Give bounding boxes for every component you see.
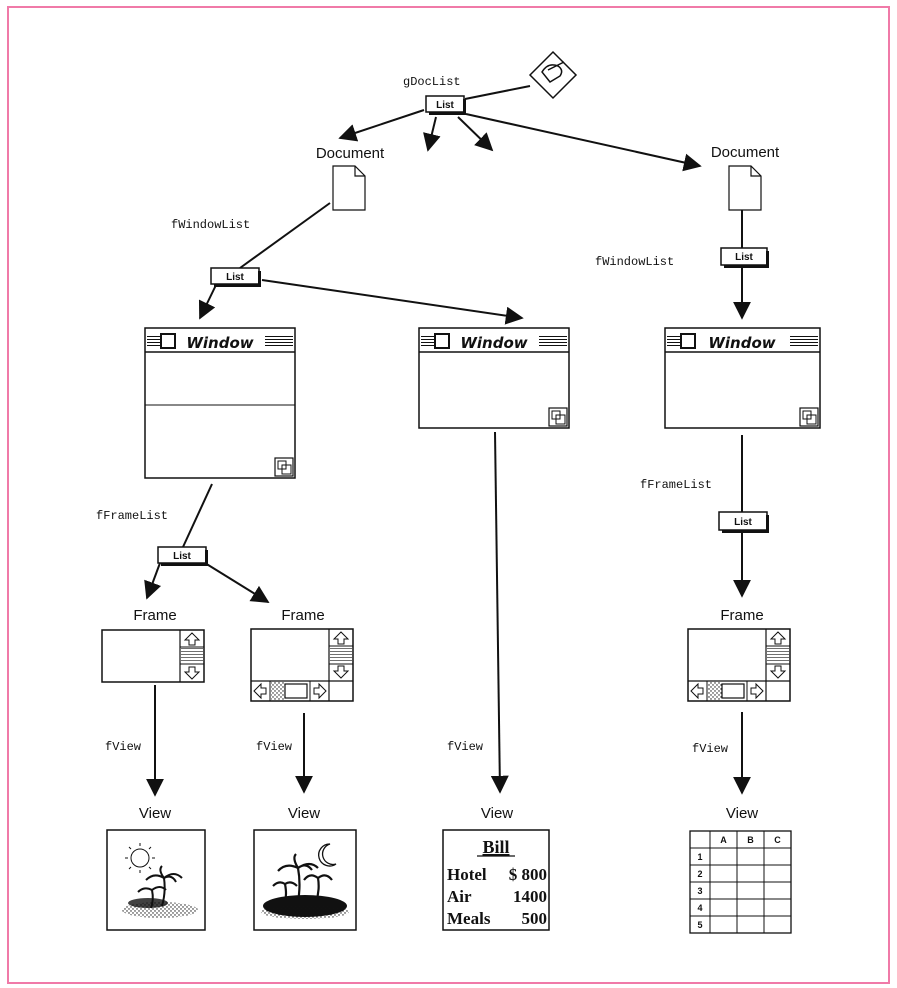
list-box-framelist-right: List [719, 512, 769, 533]
frame-title-1: Frame [133, 607, 176, 624]
frame-title-2: Frame [281, 607, 324, 624]
fwindowlist-label-right: fWindowList [595, 255, 674, 269]
column-header: B [747, 835, 754, 845]
bill-row-3-value: 500 [522, 909, 548, 928]
arrow-to-frame-1 [147, 563, 160, 598]
document-icon [729, 166, 761, 210]
view-island-sun [107, 830, 205, 930]
column-header: C [774, 835, 781, 845]
document-icon [333, 166, 365, 210]
document-right: Document [711, 144, 780, 210]
fframelist-label-right: fFrameList [640, 478, 712, 492]
view-title-1: View [139, 805, 171, 822]
view-title-3: View [481, 805, 513, 822]
frame-2 [251, 629, 353, 701]
document-left: Document [316, 145, 385, 210]
list-box-gdoclist: List [426, 96, 466, 115]
gdoclist-label: gDocList [403, 75, 461, 89]
view-spreadsheet: A B C 1 2 3 4 5 [690, 831, 791, 933]
list-box-windowlist-left: List [211, 268, 261, 287]
arrow-window2-view [495, 432, 500, 792]
frame-3 [688, 629, 790, 701]
view-title-4: View [726, 805, 758, 822]
frame-1 [102, 630, 204, 682]
fview-label-3: fView [447, 740, 484, 754]
frame-title-3: Frame [720, 607, 763, 624]
list-box-windowlist-right: List [721, 248, 769, 268]
window-3: Window [665, 328, 820, 428]
arrow-to-document-right [466, 114, 700, 166]
window-title: Window [186, 334, 253, 352]
arrow-to-window-1 [200, 285, 216, 318]
list-label: List [173, 551, 191, 562]
fwindowlist-label-left: fWindowList [171, 218, 250, 232]
list-label: List [734, 517, 752, 528]
window-2: Window [419, 328, 569, 428]
bill-row-2-item: Air [447, 887, 472, 906]
bill-title: Bill [482, 837, 509, 857]
bill-row-1-value: $ 800 [509, 865, 547, 884]
row-header: 1 [697, 852, 702, 862]
document-title: Document [316, 145, 385, 162]
view-bill: Bill Hotel $ 800 Air 1400 Meals 500 [443, 830, 549, 930]
view-title-2: View [288, 805, 320, 822]
list-label: List [436, 100, 454, 111]
row-header: 4 [697, 903, 702, 913]
fview-label-1: fView [105, 740, 142, 754]
fview-label-2: fView [256, 740, 293, 754]
row-header: 2 [697, 869, 702, 879]
row-header: 3 [697, 886, 702, 896]
bill-row-3-item: Meals [447, 909, 491, 928]
list-box-framelist-left: List [158, 547, 208, 566]
bill-row-2-value: 1400 [513, 887, 547, 906]
connector-window1-framelist [183, 484, 212, 547]
view-island-moon [254, 830, 356, 930]
row-header: 5 [697, 920, 702, 930]
window-1: Window [145, 328, 295, 478]
arrow-to-document-left [340, 110, 424, 138]
list-label: List [735, 252, 753, 263]
arrow-branch-2 [458, 117, 492, 150]
connector-doc-windowlist [240, 203, 330, 268]
bill-row-1-item: Hotel [447, 865, 487, 884]
window-title: Window [708, 334, 775, 352]
arrow-to-frame-2 [205, 563, 268, 602]
column-header: A [720, 835, 727, 845]
window-title: Window [460, 334, 527, 352]
connector-pen-list [465, 86, 530, 99]
fframelist-label-left: fFrameList [96, 509, 168, 523]
arrow-branch-1 [428, 117, 436, 150]
fview-label-4: fView [692, 742, 729, 756]
pen-icon [530, 52, 576, 98]
document-title: Document [711, 144, 780, 161]
list-label: List [226, 272, 244, 283]
arrow-to-window-2 [262, 280, 522, 318]
